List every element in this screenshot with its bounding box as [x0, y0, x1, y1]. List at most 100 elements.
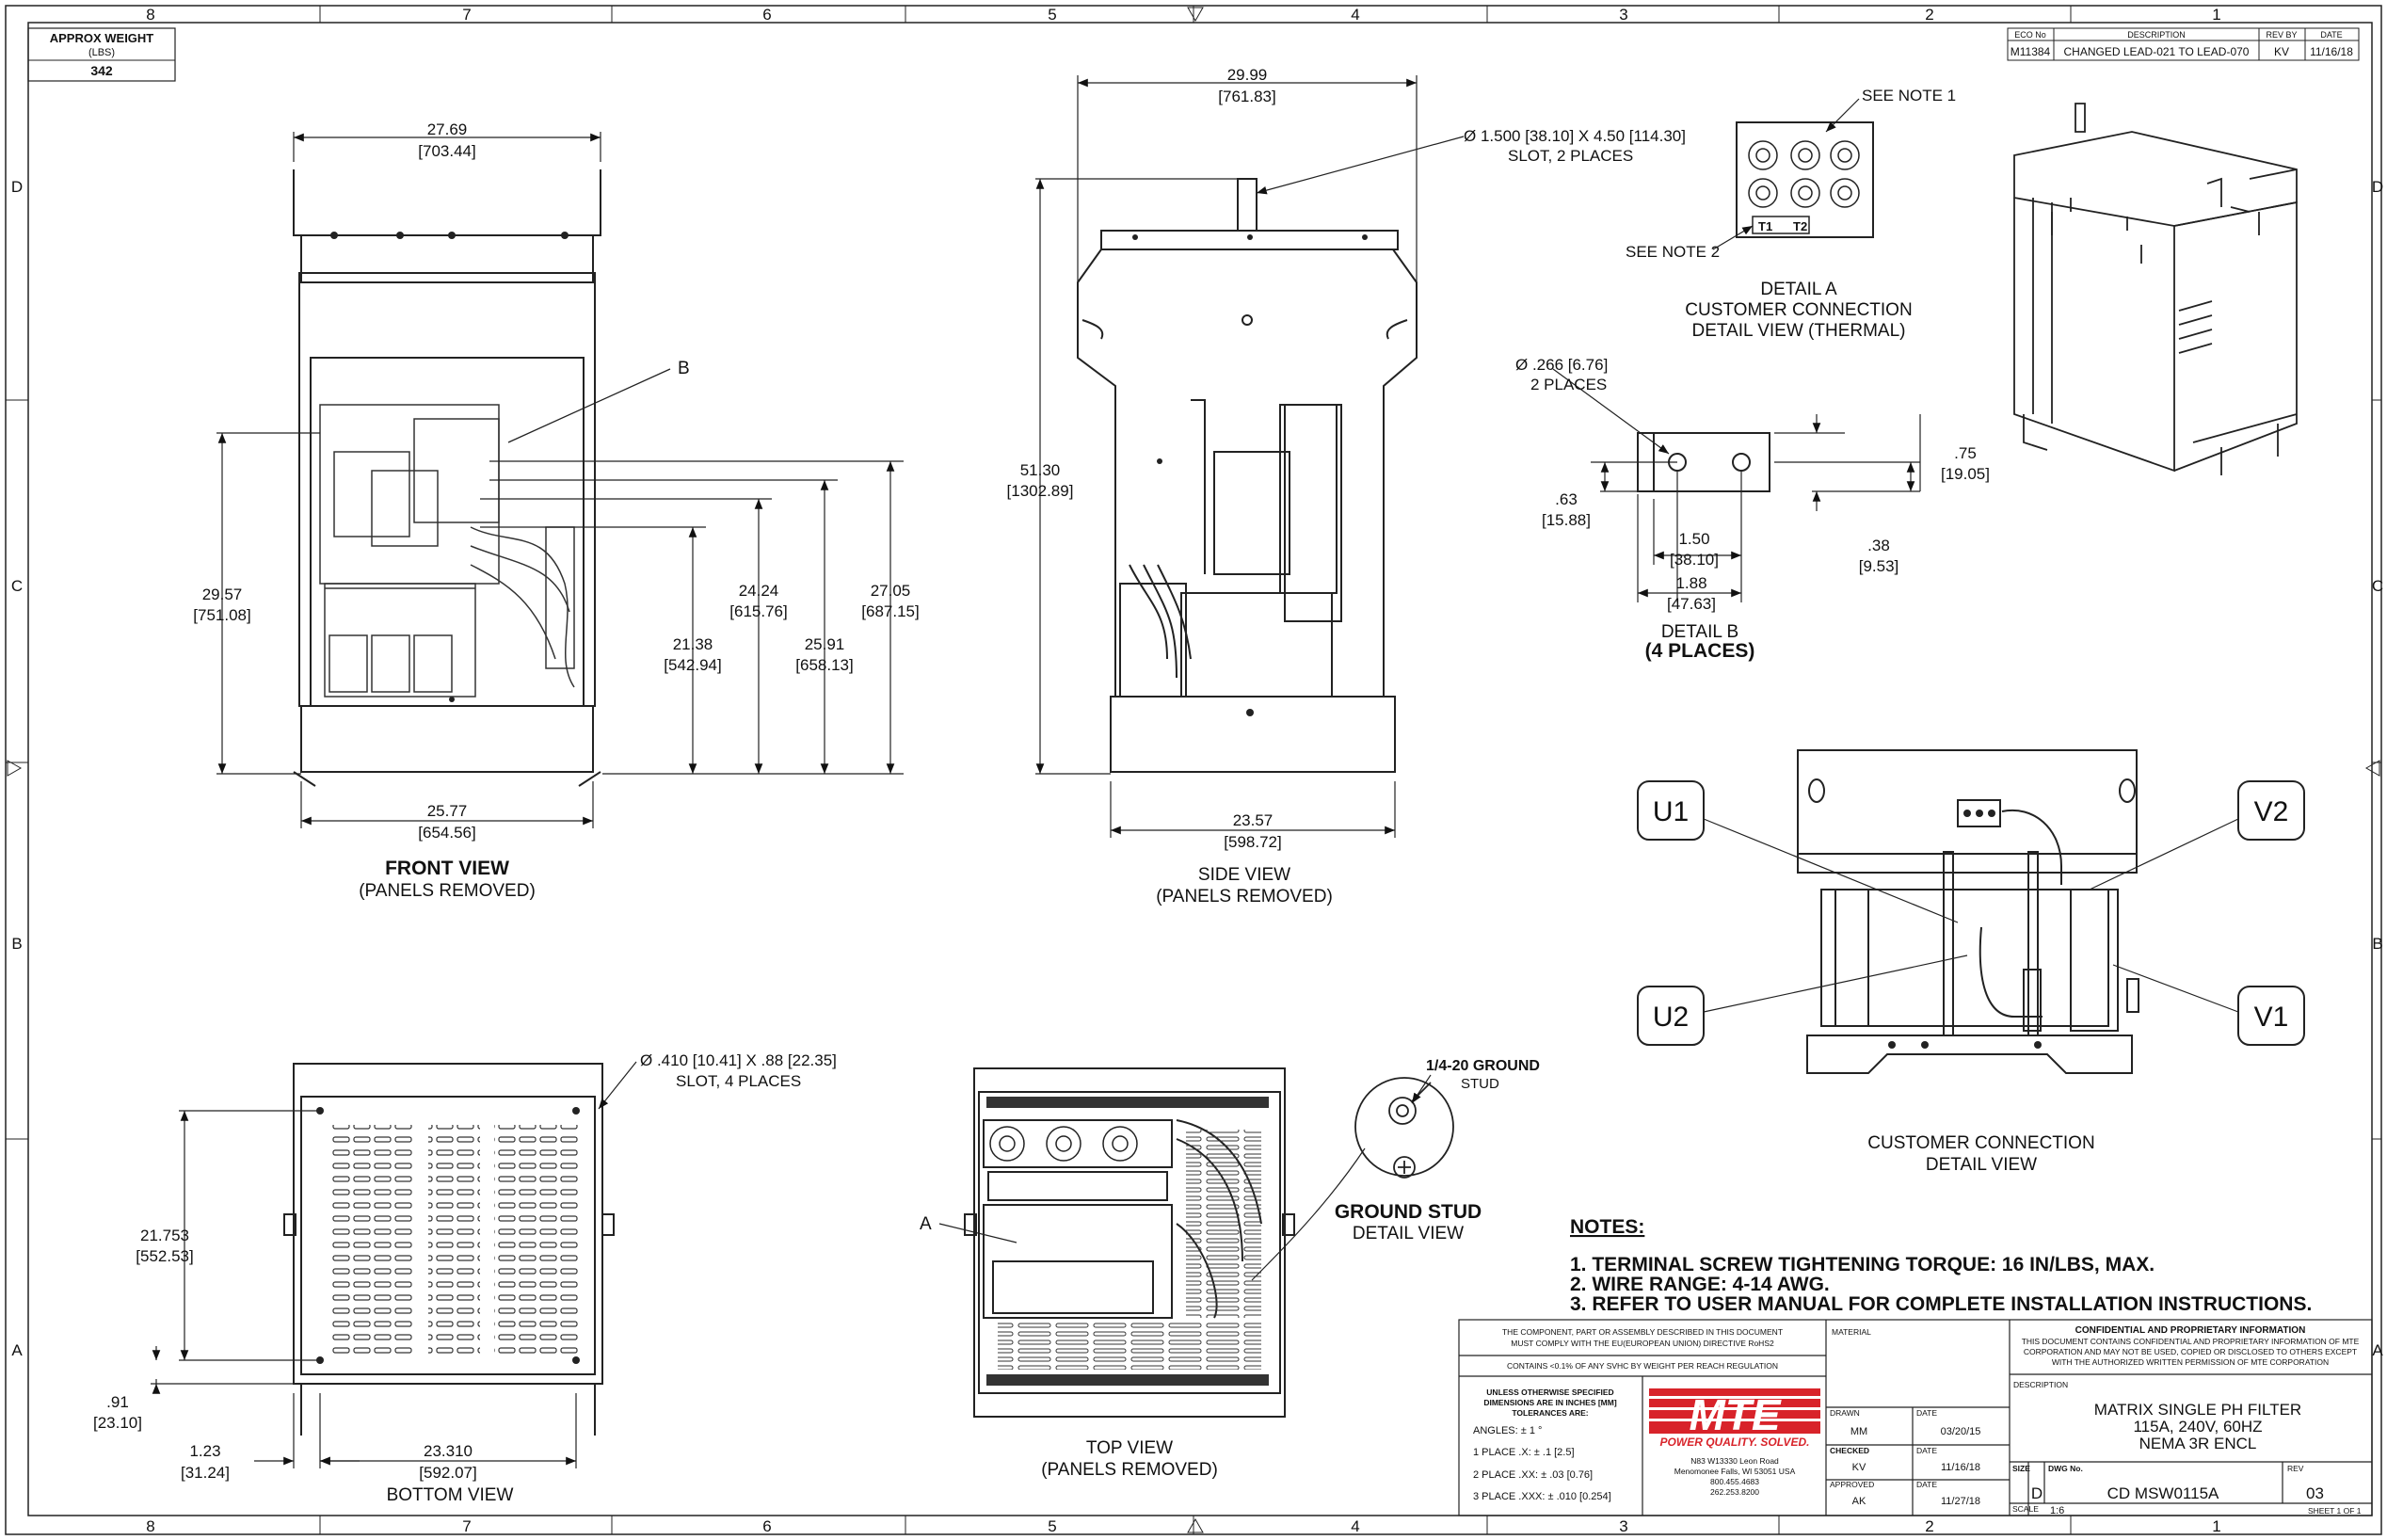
- ground-stud-label: 1/4-20 GROUND: [1426, 1058, 1540, 1074]
- customer-connection-subtitle: DETAIL VIEW: [1926, 1155, 2037, 1175]
- drawn-by: MM: [1850, 1426, 1867, 1437]
- top-view-title: TOP VIEW: [1086, 1438, 1173, 1458]
- zone-col-6-bottom: 6: [762, 1517, 771, 1535]
- zone-col-8: 8: [146, 6, 154, 24]
- top-view: A 1/4-20 GROUND STUD GROUND STUD DETAIL …: [920, 1058, 1540, 1480]
- ground-stud-title: GROUND STUD: [1335, 1201, 1482, 1223]
- front-height-1-mm: [542.94]: [664, 656, 721, 674]
- zone-row-d: D: [11, 178, 23, 196]
- tolerance-3-place: 3 PLACE .XXX: ± .010 [0.254]: [1473, 1491, 1611, 1502]
- front-height-3: 25.91: [805, 635, 845, 653]
- customer-connection-view: U1 U2 V2 V1 CUSTOMER CONNECTION DETAIL V…: [1637, 749, 2305, 1175]
- rev-header-by: REV BY: [2266, 30, 2297, 40]
- front-height-left-mm: [751.08]: [193, 606, 250, 624]
- detail-b-dim-3: .63: [1555, 490, 1578, 508]
- zone-col-7-bottom: 7: [462, 1517, 471, 1535]
- front-components: [319, 404, 575, 698]
- zone-row-b-right: B: [2372, 935, 2382, 953]
- zone-row-a: A: [11, 1341, 23, 1359]
- zone-col-4-bottom: 4: [1351, 1517, 1359, 1535]
- note-3: 3. REFER TO USER MANUAL FOR COMPLETE INS…: [1570, 1293, 2312, 1315]
- side-bottom-width: 23.57: [1233, 811, 1274, 829]
- drawn-date-label: DATE: [1916, 1408, 1937, 1418]
- approved-by: AK: [1852, 1496, 1866, 1507]
- address-1: N83 W13330 Leon Road: [1690, 1456, 1779, 1466]
- scale-value: 1:6: [2050, 1505, 2064, 1516]
- zone-col-7: 7: [462, 6, 471, 24]
- approved-label: APPROVED: [1830, 1480, 1874, 1489]
- checked-by: KV: [1852, 1462, 1866, 1473]
- size-label: SIZE: [2012, 1464, 2030, 1473]
- bottom-side-mm: [31.24]: [181, 1464, 230, 1482]
- rev-header-date: DATE: [2320, 30, 2342, 40]
- bottom-view: 21.753 [552.53] .91 [23.10] 23.310 [592.…: [93, 1051, 837, 1505]
- notes: NOTES: 1. TERMINAL SCREW TIGHTENING TORQ…: [1570, 1216, 2312, 1315]
- side-slot-spec: Ø 1.500 [38.10] X 4.50 [114.30]: [1464, 127, 1686, 145]
- rohs-line-1: THE COMPONENT, PART OR ASSEMBLY DESCRIBE…: [1502, 1327, 1783, 1337]
- detail-b-dim-4-mm: [19.05]: [1941, 465, 1990, 483]
- tolerance-heading-1: UNLESS OTHERWISE SPECIFIED: [1486, 1388, 1613, 1397]
- front-height-1: 21.38: [673, 635, 713, 653]
- rev-value: 03: [2306, 1484, 2324, 1502]
- front-height-left: 29.57: [202, 586, 243, 603]
- detail-b-title: DETAIL B: [1661, 622, 1738, 642]
- mte-logo-text: MTE: [1689, 1390, 1781, 1439]
- detail-a-title: DETAIL A: [1760, 280, 1837, 299]
- detail-b-hole-qty: 2 PLACES: [1530, 376, 1607, 393]
- tolerance-heading-2: DIMENSIONS ARE IN INCHES [MM]: [1483, 1398, 1617, 1407]
- drawn-label: DRAWN: [1830, 1408, 1860, 1418]
- rev-desc: CHANGED LEAD-021 TO LEAD-070: [2064, 45, 2250, 58]
- side-view-subtitle: (PANELS REMOVED): [1156, 887, 1333, 906]
- top-view-subtitle: (PANELS REMOVED): [1041, 1460, 1218, 1480]
- ground-stud-label-2: STUD: [1461, 1076, 1499, 1092]
- detail-b-dim-5: .38: [1867, 537, 1890, 554]
- front-height-2: 24.24: [739, 582, 779, 600]
- detail-a-t2: T2: [1793, 219, 1807, 233]
- top-callout-a: A: [920, 1214, 932, 1234]
- detail-b-dim-5-mm: [9.53]: [1859, 557, 1899, 575]
- zone-col-4: 4: [1351, 6, 1359, 24]
- rev-header-desc: DESCRIPTION: [2127, 30, 2186, 40]
- front-enclosure: [293, 169, 601, 787]
- description-line-1: MATRIX SINGLE PH FILTER: [2094, 1401, 2301, 1419]
- zone-row-b: B: [11, 935, 22, 953]
- detail-a-note-1: SEE NOTE 1: [1862, 87, 1956, 104]
- checked-date: 11/16/18: [1941, 1462, 1980, 1473]
- detail-a-note-2: SEE NOTE 2: [1626, 243, 1720, 261]
- zone-col-8-bottom: 8: [146, 1517, 154, 1535]
- rev-eco: M11384: [2011, 45, 2051, 58]
- address-3: 800.455.4683: [1710, 1477, 1759, 1486]
- scale-label: SCALE: [2012, 1504, 2039, 1514]
- mte-logo: MTE POWER QUALITY. SOLVED.: [1649, 1388, 1820, 1449]
- bottom-side: 1.23: [189, 1442, 220, 1460]
- size-value: D: [2031, 1484, 2043, 1502]
- revision-table: ECO No DESCRIPTION REV BY DATE M11384 CH…: [2007, 27, 2360, 61]
- detail-b-title-2: (4 PLACES): [1645, 640, 1755, 662]
- svhc-line: CONTAINS <0.1% OF ANY SVHC BY WEIGHT PER…: [1507, 1361, 1778, 1371]
- isometric-view: [2013, 103, 2298, 475]
- bottom-offset: .91: [106, 1393, 129, 1411]
- weight-unit: (LBS): [88, 47, 115, 58]
- zone-labels: 8 7 6 5 4 3 2 1 8 7 6 5 4 3 2 1 D C B A …: [11, 6, 2383, 1535]
- detail-b-dim-1: 1.50: [1678, 530, 1709, 548]
- rev-header-eco: ECO No: [2014, 30, 2046, 40]
- description-line-3: NEMA 3R ENCL: [2139, 1435, 2257, 1452]
- front-top-width-mm: [703.44]: [418, 142, 475, 160]
- front-top-width: 27.69: [427, 120, 468, 138]
- bottom-width-mm: [592.07]: [419, 1464, 476, 1482]
- detail-b-dim-2: 1.88: [1675, 574, 1706, 592]
- zone-col-2-bottom: 2: [1925, 1517, 1933, 1535]
- dwg-number: CD MSW0115A: [2107, 1484, 2219, 1502]
- approved-date: 11/27/18: [1941, 1496, 1980, 1507]
- drawn-date: 03/20/15: [1941, 1426, 1981, 1437]
- side-view: 29.99 [761.83] 23.57 [598.72] 51.30 [130…: [1007, 66, 1686, 906]
- front-height-3-mm: [658.13]: [795, 656, 853, 674]
- detail-b-dim-1-mm: [38.10]: [1670, 551, 1719, 569]
- side-top-width: 29.99: [1227, 66, 1268, 84]
- zone-col-3-bottom: 3: [1619, 1517, 1627, 1535]
- note-1: 1. TERMINAL SCREW TIGHTENING TORQUE: 16 …: [1570, 1254, 2155, 1275]
- rev-label: REV: [2287, 1464, 2304, 1473]
- tag-u2: U2: [1653, 1002, 1689, 1033]
- detail-b-dim-3-mm: [15.88]: [1542, 511, 1591, 529]
- side-bottom-width-mm: [598.72]: [1224, 833, 1281, 851]
